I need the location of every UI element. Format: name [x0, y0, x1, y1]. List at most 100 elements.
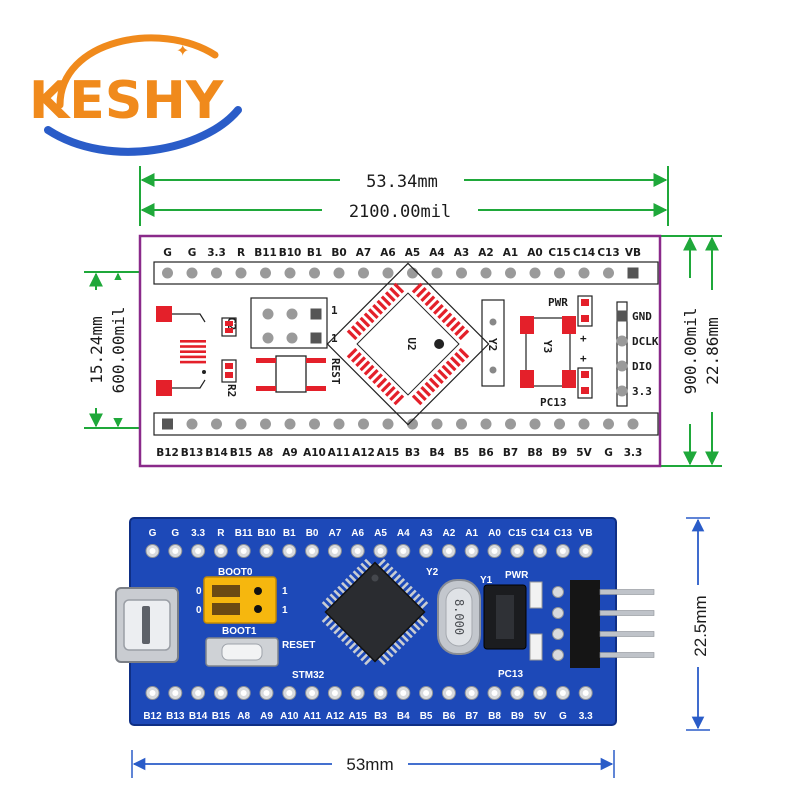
diagram-bottom-pin-label: B8	[527, 447, 542, 459]
diagram-pad	[211, 418, 222, 430]
swd-pad	[616, 360, 628, 372]
swd-header-outline	[616, 301, 628, 407]
diagram-bottom-pin-label: B5	[454, 447, 469, 459]
diagram-pad	[505, 418, 516, 430]
photo-hole-center	[423, 690, 430, 696]
photo-hole-center	[217, 548, 224, 554]
jumper-cap	[212, 585, 240, 597]
diagram-bottom-pin-label: B4	[429, 447, 444, 459]
diagram-pad	[554, 267, 565, 279]
swd-pin-joint	[552, 649, 564, 661]
photo-bottom-pin-label: B9	[511, 711, 524, 722]
photo-bottom-pin-label: A8	[237, 711, 250, 722]
mcu-chip-leg	[400, 633, 409, 643]
dim-label-bg	[680, 278, 700, 424]
diagram-pad	[578, 267, 590, 279]
reset-label: REST	[329, 358, 342, 385]
diagram-top-pin-label: A6	[380, 247, 395, 259]
usb-signal-pads	[180, 340, 206, 364]
diagram-pad	[480, 418, 492, 430]
jumper-pad	[286, 308, 298, 320]
usb-pad	[156, 380, 172, 396]
diagram-bottom-pin-label: B15	[230, 447, 253, 459]
dim-label-bg	[688, 585, 710, 667]
photo-top-pin-label: C14	[531, 528, 550, 539]
mcu-chip-leg	[364, 656, 374, 666]
u2-label: U2	[405, 337, 418, 350]
diagram-top-pin-label: G	[188, 247, 197, 259]
photo-hole-center	[377, 548, 384, 554]
mcu-chip-leg	[348, 574, 358, 584]
photo-hole-center	[286, 548, 293, 554]
y1-label: Y1	[480, 575, 493, 586]
mcu-pad	[380, 381, 392, 393]
swd-pin-joint	[552, 607, 564, 619]
mcu-chip-leg	[337, 585, 347, 595]
swd-header-housing	[570, 580, 600, 668]
mcu-pad	[372, 303, 383, 315]
diagram-bottom-pin-label: A9	[282, 447, 297, 459]
diagram-pad	[358, 267, 369, 279]
diagram-pad	[186, 418, 198, 430]
reset-pad	[256, 358, 276, 363]
diagram-pad	[480, 267, 492, 279]
mcu-chip-leg	[352, 570, 362, 580]
pc13-label: PC13	[498, 669, 523, 680]
photo-top-pin-label: A4	[397, 528, 410, 539]
pc13-led-pad	[581, 387, 589, 394]
usb-signal-pad	[180, 340, 206, 343]
reset-pad	[306, 386, 326, 391]
diagram-top-pin-label: A5	[405, 247, 420, 259]
diagram-bottom-pin-label: A8	[258, 447, 273, 459]
pc13-led-outline	[577, 367, 593, 399]
diagram-pad	[211, 267, 222, 279]
pc13-led-pad	[581, 371, 589, 378]
photo-hole-center	[559, 548, 566, 554]
photo-hole-center	[491, 548, 498, 554]
photo-top-pin-label: 3.3	[191, 528, 205, 539]
mcu-pad	[351, 325, 362, 336]
diagram-top-pin-label: B1	[307, 247, 322, 259]
mcu-pad	[367, 369, 379, 380]
swd-label: DCLK	[632, 335, 659, 348]
right-dimensions: 900.00mil 22.86mm	[660, 235, 722, 467]
diagram-bottom-pin-label: G	[604, 447, 613, 459]
diagram-pad	[407, 418, 418, 430]
mcu-chip-leg	[333, 589, 343, 599]
photo-hole-center	[195, 690, 202, 696]
mcu-pad	[355, 320, 366, 332]
photo-hole-center	[559, 690, 566, 696]
mcu-chip-leg	[415, 597, 425, 607]
c2-pad	[225, 328, 233, 333]
mcu-chip-leg	[360, 652, 370, 662]
diagram-bottom-pin-label: B9	[552, 447, 567, 459]
diagram-pad	[284, 267, 296, 279]
mcu-chip-leg	[380, 652, 390, 662]
mcu-pad	[355, 356, 366, 368]
photo-hole-center	[468, 548, 475, 554]
mcu-chip-leg	[380, 562, 390, 572]
mcu-chip-leg	[348, 640, 358, 650]
pwr-led-outline	[577, 295, 593, 327]
mcu-chip-leg	[337, 629, 347, 639]
stm32-label: STM32	[292, 670, 325, 681]
diagram-bottom-pin-label: 5V	[576, 447, 592, 459]
swd-pin	[599, 610, 655, 616]
photo-top-pin-label: A0	[488, 528, 501, 539]
photo-top-pin-label: B10	[257, 528, 276, 539]
mcu-pad	[420, 386, 432, 397]
mcu-pad	[458, 347, 470, 359]
reset-pad	[306, 358, 326, 363]
y3-pad	[562, 316, 576, 334]
mcu-pad	[424, 295, 436, 307]
mcu-chip-leg	[356, 648, 366, 658]
diagram-pad	[382, 267, 394, 279]
mcu-pads	[346, 282, 470, 406]
photo-bottom-pin-label: B14	[189, 711, 208, 722]
mcu-pad	[428, 377, 440, 389]
mcu-chip-leg	[396, 637, 406, 646]
mcu-chip-leg	[392, 574, 402, 584]
swd-pad	[616, 335, 628, 347]
mcu-chip-leg	[341, 581, 350, 591]
